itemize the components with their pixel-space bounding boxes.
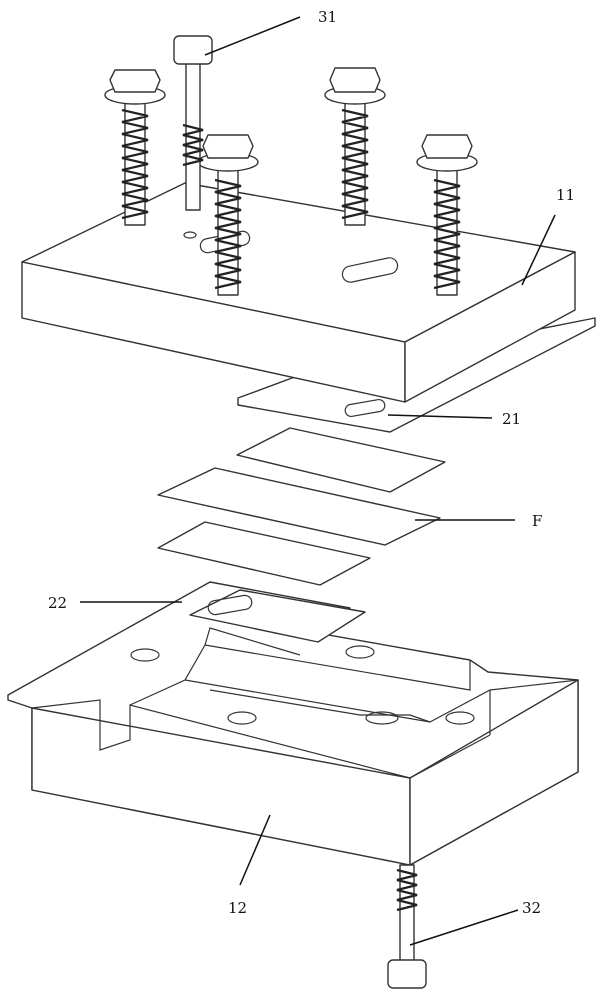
label-21: 21 [502,410,521,428]
label-F: F [532,512,542,530]
hex-bolt [197,134,259,296]
lower-plate [189,589,366,643]
hex-bolt [416,134,478,296]
label-31: 31 [318,8,337,26]
reference-labels: 31 11 21 F 22 12 32 [48,8,575,946]
hex-bolt [104,69,166,226]
lower-block [7,581,579,866]
label-12: 12 [228,899,247,917]
label-22: 22 [48,594,67,612]
film-sheets [157,427,446,586]
hex-bolts [104,35,478,989]
hex-bolt [324,67,386,226]
label-32: 32 [522,899,541,917]
socket-bolt-top [173,35,213,211]
socket-bolt-bottom [387,864,427,989]
label-11: 11 [556,186,575,204]
upper-block [21,182,576,403]
